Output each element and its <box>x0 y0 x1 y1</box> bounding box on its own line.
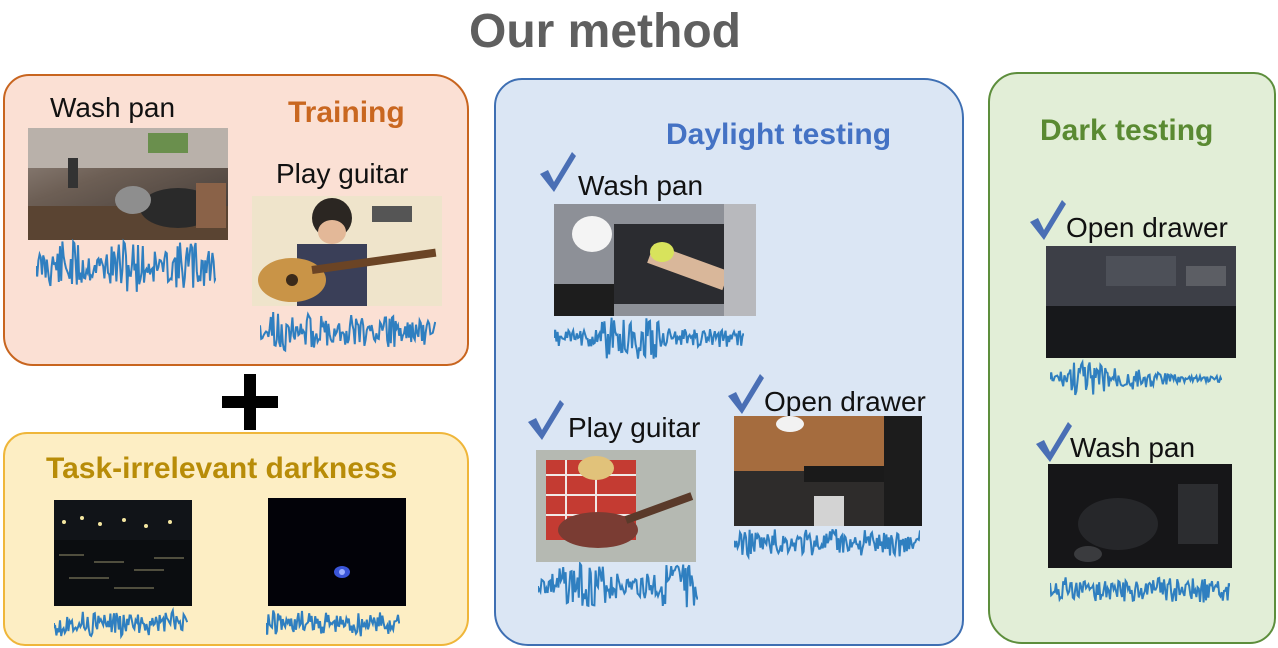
dark-wash-pan-waveform <box>1050 576 1230 603</box>
training-wash-pan-waveform <box>36 238 216 292</box>
training-heading: Training <box>288 96 405 129</box>
check-icon <box>540 152 576 192</box>
training-play-guitar-label: Play guitar <box>276 158 409 189</box>
page-title: Our method <box>469 5 741 58</box>
dark-night-waveform <box>266 610 400 637</box>
check-icon <box>1036 422 1072 462</box>
daylight-wash-pan-waveform <box>554 317 744 360</box>
dark-open-drawer-photo <box>1046 246 1236 358</box>
daylight-open-drawer-label: Open drawer <box>764 386 926 417</box>
check-icon <box>528 400 564 440</box>
training-wash-pan-label: Wash pan <box>50 92 176 123</box>
daylight-wash-pan-label: Wash pan <box>578 170 704 201</box>
dark-open-drawer-waveform <box>1050 358 1222 396</box>
daylight-play-guitar-photo <box>536 450 696 562</box>
daylight-open-drawer-waveform <box>734 529 920 560</box>
daylight-open-drawer-photo <box>734 416 922 526</box>
dark-testing-heading: Dark testing <box>1040 114 1214 147</box>
daylight-wash-pan-photo <box>554 204 756 316</box>
dark-wash-pan-photo <box>1048 464 1232 568</box>
check-icon <box>728 374 764 414</box>
dark-night-photo <box>268 498 406 606</box>
play-guitar-photo <box>252 196 442 306</box>
check-icon <box>1030 200 1066 240</box>
daylight-play-guitar-waveform <box>538 562 698 608</box>
daylight-play-guitar-label: Play guitar <box>568 412 701 443</box>
dark-open-drawer-label: Open drawer <box>1066 212 1228 243</box>
darkness-heading: Task-irrelevant darkness <box>46 452 398 485</box>
daylight-heading: Daylight testing <box>666 118 892 151</box>
dark-city-photo <box>54 500 192 606</box>
training-play-guitar-waveform <box>260 311 436 353</box>
dark-city-waveform <box>54 606 188 640</box>
wash-pan-photo <box>28 128 228 240</box>
dark-wash-pan-label: Wash pan <box>1070 432 1196 463</box>
plus-icon <box>222 374 278 430</box>
